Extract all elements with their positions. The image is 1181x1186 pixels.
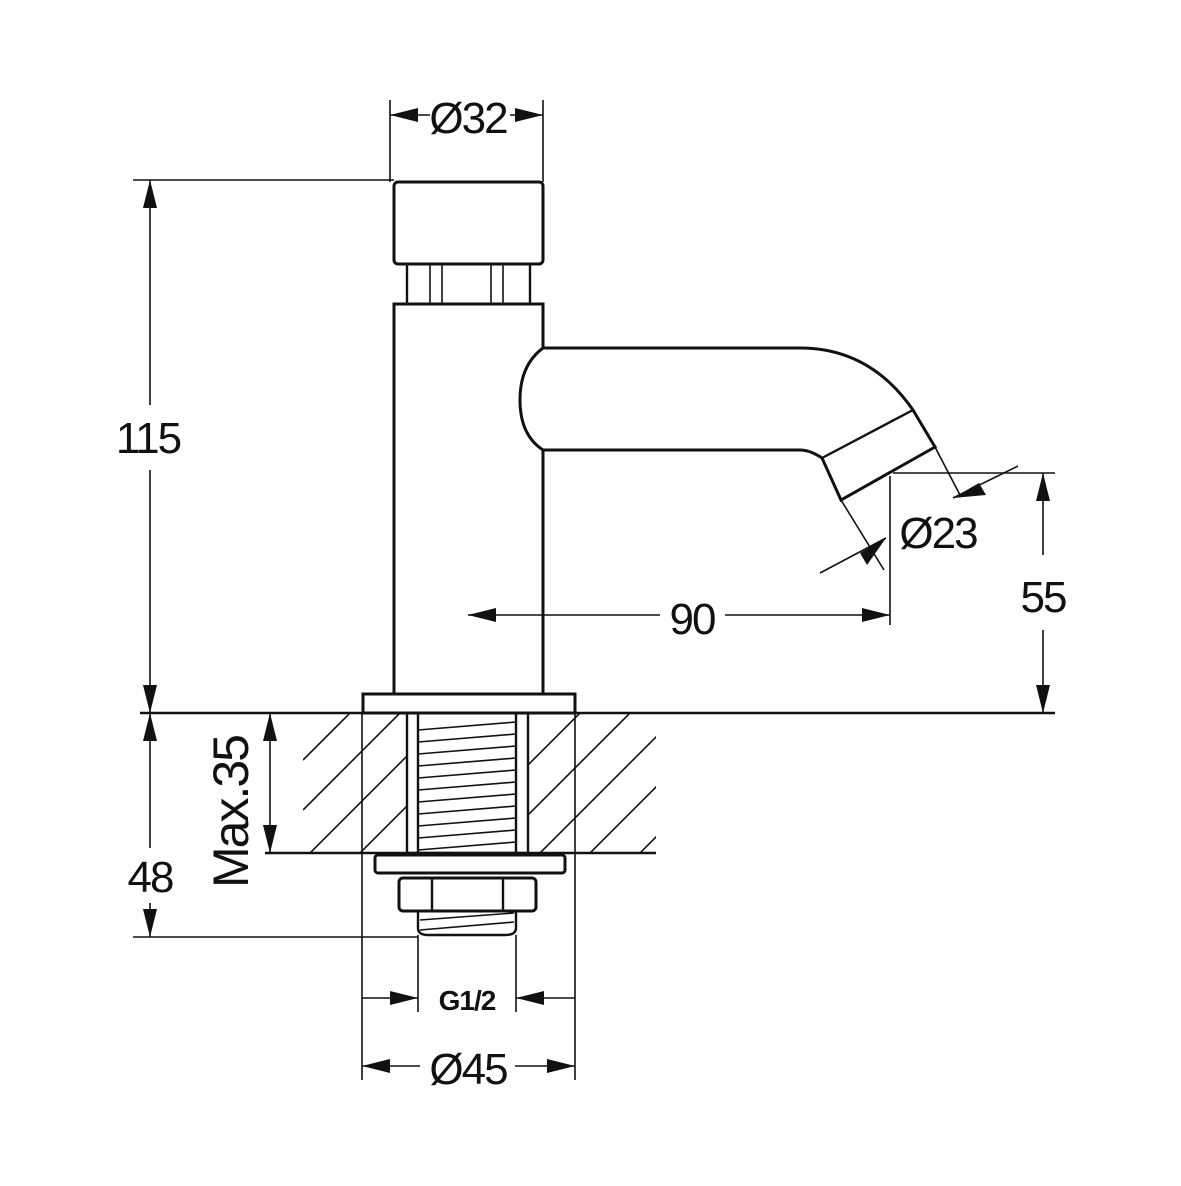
label-base-diameter: Ø45 (429, 1045, 507, 1094)
tap-body (361, 180, 938, 715)
base-flange (361, 692, 577, 715)
dim-base-diameter: Ø45 (361, 713, 576, 1094)
label-button-diameter: Ø32 (429, 94, 507, 143)
hatch-right (528, 713, 656, 853)
spout (518, 346, 938, 503)
threaded-shank (373, 711, 567, 937)
thread-lines (417, 721, 517, 851)
hatch-left (303, 713, 407, 853)
dim-deck-thickness: Max.35 (203, 713, 277, 888)
deck-section (140, 711, 1055, 855)
label-total-height: 115 (116, 414, 181, 463)
dim-total-height: 115 (116, 179, 394, 713)
label-thread: G1/2 (439, 985, 496, 1016)
push-button (392, 180, 545, 266)
label-spout-reach: 90 (670, 595, 715, 644)
dim-below-deck: 48 (128, 713, 418, 938)
label-deck-thickness: Max.35 (203, 736, 259, 888)
dim-spout-height: 55 (893, 472, 1068, 713)
lock-nut (397, 876, 538, 913)
dim-outlet-diameter: Ø23 (819, 446, 1019, 574)
tap-column (392, 302, 545, 696)
label-outlet-diameter: Ø23 (899, 509, 977, 558)
button-stem (394, 263, 543, 306)
label-spout-height: 55 (1021, 573, 1066, 622)
dim-thread: G1/2 (362, 935, 575, 1016)
dim-button-diameter: Ø32 (389, 94, 544, 182)
washer (373, 853, 567, 875)
label-below-deck: 48 (128, 853, 173, 902)
dim-spout-reach: 90 (468, 476, 891, 644)
